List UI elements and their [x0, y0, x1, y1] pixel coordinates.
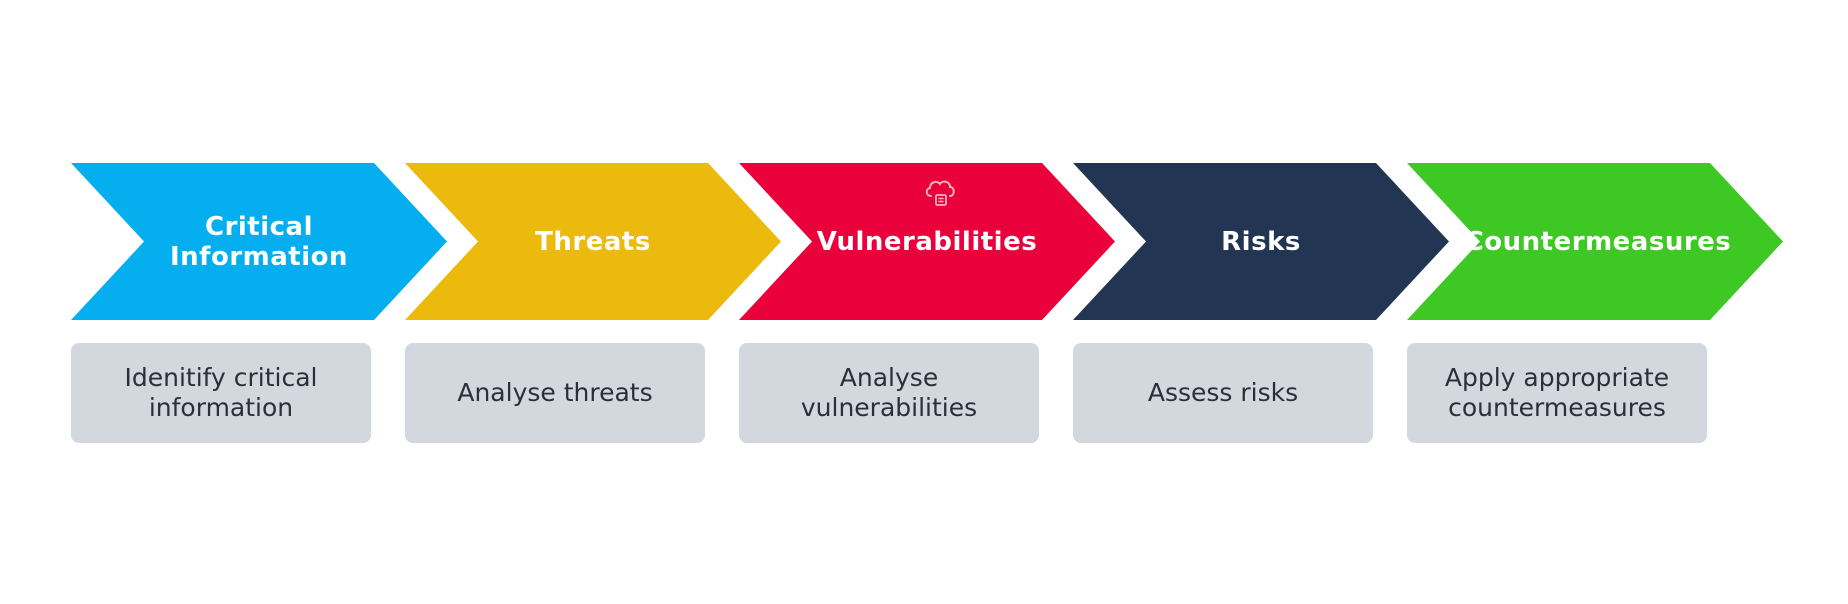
step-arrow-risks: Risks	[1073, 163, 1449, 320]
step-description-box: Analyse vulnerabilities	[739, 343, 1039, 443]
step-arrow-critical-information: Critical Information	[71, 163, 447, 320]
step-description: Analyse vulnerabilities	[800, 363, 978, 422]
step-arrow-vulnerabilities: Vulnerabilities	[739, 163, 1115, 320]
chevron-shape	[1073, 163, 1449, 320]
step-title: Critical Information	[169, 211, 349, 272]
cloud-icon	[925, 180, 955, 206]
step-description: Assess risks	[1147, 378, 1299, 407]
chevron-shape	[739, 163, 1115, 320]
step-title: Countermeasures	[1464, 226, 1732, 257]
step-description: Idenitify critical information	[124, 363, 318, 422]
step-description: Analyse threats	[457, 378, 653, 407]
chevron-shape	[71, 163, 447, 320]
step-description: Apply appropriate countermeasures	[1444, 363, 1670, 422]
step-arrow-countermeasures: Countermeasures	[1407, 163, 1783, 320]
step-description-box: Analyse threats	[405, 343, 705, 443]
step-description-box: Idenitify critical information	[71, 343, 371, 443]
step-description-box: Apply appropriate countermeasures	[1407, 343, 1707, 443]
step-title: Risks	[1221, 226, 1301, 257]
step-description-box: Assess risks	[1073, 343, 1373, 443]
step-title: Vulnerabilities	[816, 226, 1038, 257]
step-title: Threats	[535, 226, 651, 257]
chevron-shape	[1407, 163, 1783, 320]
step-arrow-threats: Threats	[405, 163, 781, 320]
chevron-shape	[405, 163, 781, 320]
